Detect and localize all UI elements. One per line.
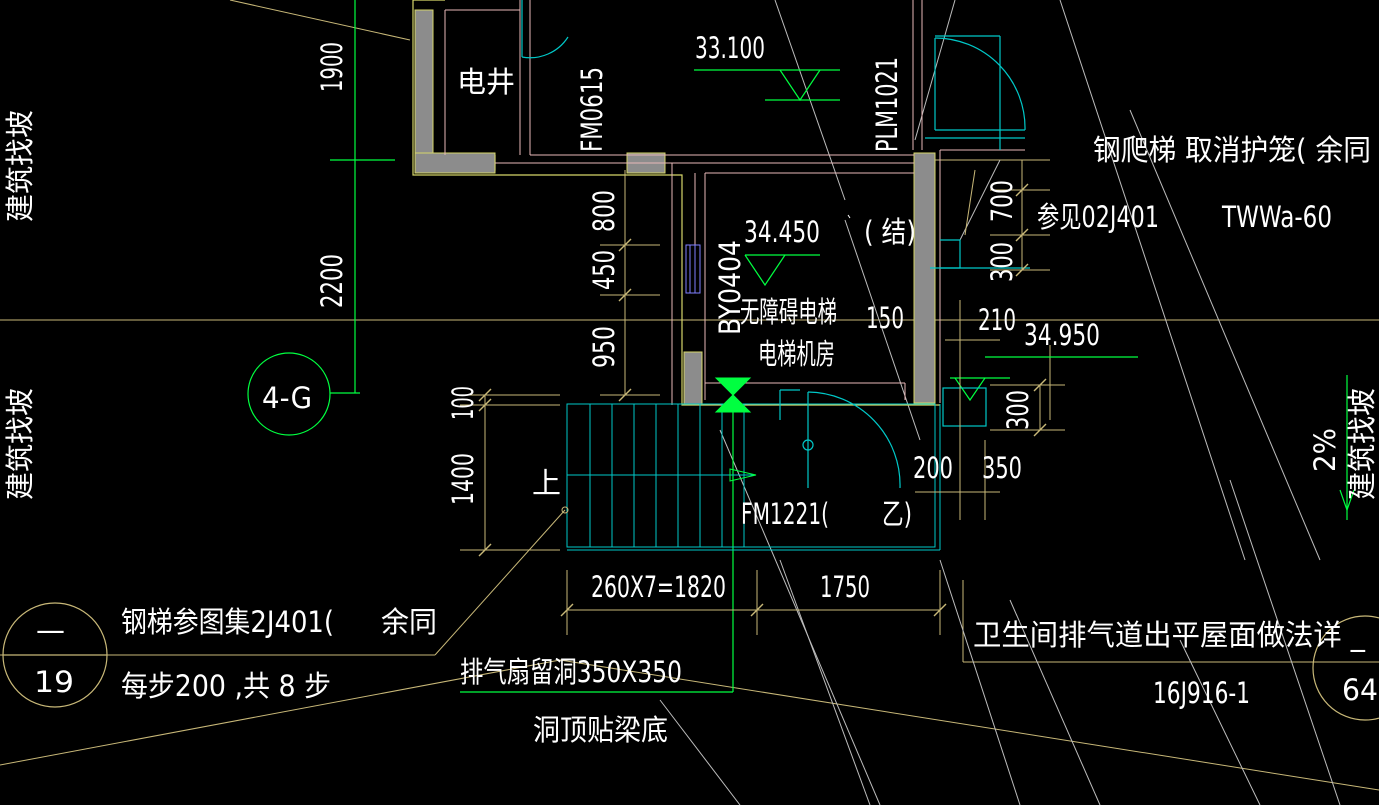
step-note: 每步200 ,共 8 步 bbox=[121, 669, 331, 703]
elev-33100: 33.100 bbox=[695, 31, 765, 65]
label-plm1021: PLM1021 bbox=[870, 57, 904, 152]
room-machine: 电梯机房 bbox=[758, 337, 835, 371]
doors bbox=[521, 0, 1030, 489]
slope-find-1: 建筑找坡 bbox=[3, 110, 37, 222]
label-fm0615: FM0615 bbox=[575, 67, 609, 152]
dim-200: 200 bbox=[913, 451, 953, 485]
elev-34950: 34.950 bbox=[1024, 318, 1100, 352]
misc-marks bbox=[561, 214, 851, 514]
detail-number-64: 64 bbox=[1342, 673, 1378, 707]
hole-top-note: 洞顶贴梁底 bbox=[533, 713, 668, 747]
ref-twwa60: TWWa-60 bbox=[1221, 200, 1332, 234]
wall-outlines bbox=[412, 0, 940, 406]
exhaust-fan-symbol bbox=[714, 377, 752, 413]
dim-350: 350 bbox=[982, 451, 1022, 485]
dim-1400: 1400 bbox=[446, 453, 480, 505]
dim-300-right: 300 bbox=[1001, 390, 1035, 430]
door-fm1221: FM1221( bbox=[741, 497, 829, 531]
dim-100: 100 bbox=[446, 386, 480, 420]
axis-bubble-4g: 4-G bbox=[247, 352, 331, 436]
label-elec-shaft: 电井 bbox=[457, 65, 515, 99]
dim-450: 450 bbox=[587, 250, 621, 290]
dim-stair-run: 260X7=1820 bbox=[591, 570, 726, 604]
ref-02j401: 参见02J401 bbox=[1037, 200, 1159, 234]
stair bbox=[566, 403, 941, 551]
axis-lines bbox=[330, 0, 1348, 693]
stair-arrow bbox=[729, 468, 757, 482]
door-fm1221-yi: 乙) bbox=[882, 497, 912, 531]
dim-800: 800 bbox=[587, 190, 621, 232]
axis-label-4g: 4-G bbox=[262, 381, 312, 415]
ladder-note: 钢爬梯 取消护笼( 余同 bbox=[1093, 133, 1371, 167]
wc-vent-note: 卫生间排气道出平屋面做法详 _ bbox=[973, 618, 1365, 652]
dim-1750: 1750 bbox=[820, 570, 870, 604]
dim-2200: 2200 bbox=[315, 254, 349, 308]
fan-hole-note: 排气扇留洞350X350 bbox=[460, 655, 682, 689]
ref-16j916: 16J916-1 bbox=[1153, 676, 1250, 710]
window-hatch bbox=[685, 244, 701, 294]
elevation-markers bbox=[744, 69, 1355, 512]
slope-find-2: 建筑找坡 bbox=[3, 388, 37, 500]
dimension-lines bbox=[460, 160, 1065, 635]
dim-1900: 1900 bbox=[315, 42, 349, 92]
room-elevator: 无障碍电梯 bbox=[740, 295, 837, 329]
label-by0404: BY0404 bbox=[713, 240, 747, 335]
detail-top-mark: — bbox=[36, 613, 65, 647]
dim-300: 300 bbox=[985, 242, 1019, 282]
horizontal-labels: 电井 33.100 钢爬梯 取消护笼( 余同 参见02J401 TWWa-60 … bbox=[121, 31, 1371, 747]
rotated-labels: 1900 2200 FM0615 PLM1021 800 450 950 BY0… bbox=[3, 42, 1379, 505]
struct-note: ( 结) bbox=[864, 215, 916, 249]
stair-up: 上 bbox=[532, 466, 561, 500]
wall-fills bbox=[414, 9, 936, 405]
slope-2pct: 2% bbox=[1308, 428, 1342, 472]
slope-find-3: 建筑找坡 bbox=[1345, 388, 1379, 500]
elev-34450: 34.450 bbox=[744, 215, 820, 249]
dim-150: 150 bbox=[866, 301, 904, 335]
dimension-ticks bbox=[478, 183, 1047, 617]
dim-950: 950 bbox=[587, 326, 621, 368]
dim-700: 700 bbox=[985, 180, 1019, 222]
dim-210: 210 bbox=[978, 303, 1016, 337]
detail-bubble-64: 64 bbox=[1312, 615, 1379, 721]
detail-number-19: 19 bbox=[34, 665, 74, 699]
detail-bubble-19: — 19 bbox=[2, 602, 108, 708]
steel-stair-note-tail: 余同 bbox=[381, 605, 437, 639]
steel-stair-note: 钢梯参图集2J401( bbox=[121, 605, 334, 639]
